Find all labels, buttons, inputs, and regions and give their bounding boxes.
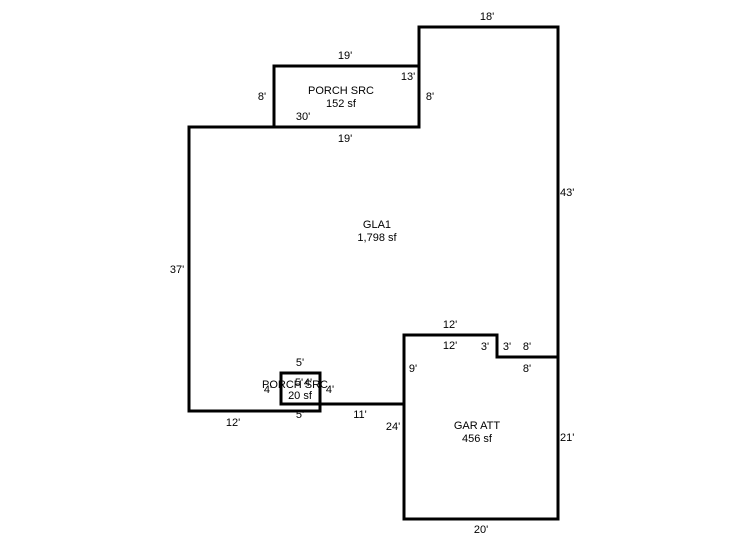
dim-porch-13: 13' [401,71,415,83]
dim-porch-right-8: 8' [426,91,434,103]
porch-small-area: 20 sf [288,390,313,402]
porch-top-outline [272,64,421,129]
dim-porch-top-19: 19' [338,50,352,62]
dim-garage-inner-12: 12' [443,340,457,352]
dim-porch-30: 30' [296,111,310,123]
garage-name: GAR ATT [454,420,501,432]
gla1-area: 1,798 sf [357,232,397,244]
dim-small-right-4: 4' [326,384,334,396]
dim-garage-right-21: 21' [560,432,574,444]
dim-small-left-4: 4' [264,384,272,396]
dim-small-inner-4: 4' [304,377,312,389]
dim-small-bottom-5: 5' [296,409,304,421]
dim-right-43: 43' [560,187,574,199]
dim-top-18: 18' [480,11,494,23]
dim-porch-bottom-19: 19' [338,133,352,145]
dim-small-inner-5: 5' [295,377,303,389]
dim-garage-top-12: 12' [443,319,457,331]
dim-step-3a: 3' [481,341,489,353]
garage-area: 456 sf [462,433,493,445]
garage-outline [402,333,560,521]
dim-step-8b: 8' [523,363,531,375]
dim-bottom-12: 12' [226,417,240,429]
porch-small-outline [279,371,322,406]
dim-step-3b: 3' [503,341,511,353]
dim-porch-left-8: 8' [258,91,266,103]
porch-top-area: 152 sf [326,98,357,110]
porch-top-name: PORCH SRC [308,85,374,97]
dim-garage-bottom-20: 20' [474,524,488,536]
dim-garage-24: 24' [386,421,400,433]
dim-small-top-5: 5' [296,357,304,369]
dim-left-37: 37' [170,264,184,276]
dim-garage-9: 9' [409,363,417,375]
dim-step-8a: 8' [523,341,531,353]
dim-connector-11: 11' [353,409,367,421]
porch-small-name: PORCH SRC [262,379,328,391]
gla1-name: GLA1 [363,219,391,231]
